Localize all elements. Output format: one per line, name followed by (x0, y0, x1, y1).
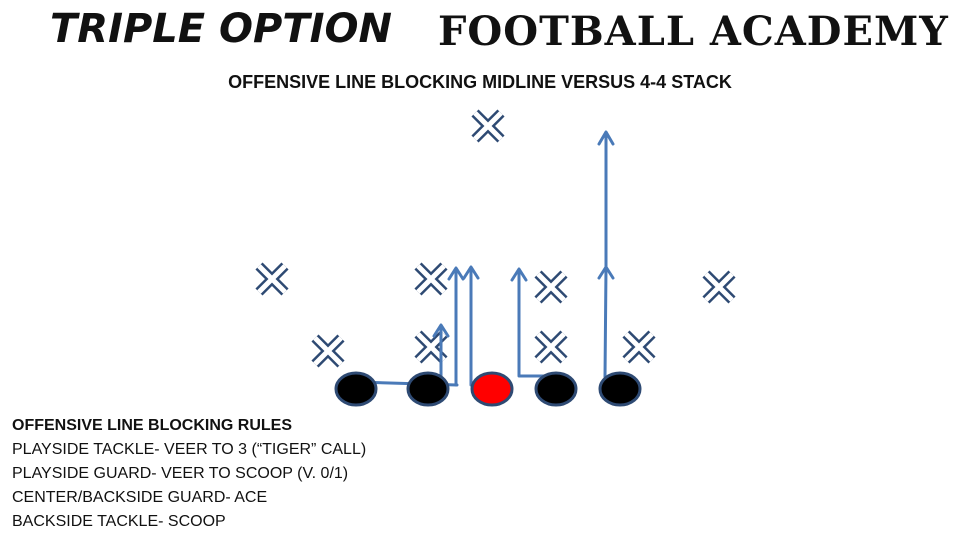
header: TRIPLE OPTION FOOTBALL ACADEMY OFFENSIVE… (0, 0, 960, 100)
defender-right-end-icon (626, 334, 652, 360)
lineman-playside-guard-icon (534, 371, 578, 407)
arrowhead-playside-tackle-climb (597, 130, 615, 146)
rule-center-backside-guard: CENTER/BACKSIDE GUARD- ACE (12, 489, 268, 506)
logo-triple-option: TRIPLE OPTION (50, 6, 392, 52)
defender-left-end-icon (315, 338, 341, 364)
defender-right-tackle-icon (538, 334, 564, 360)
lineman-backside-tackle-icon (334, 371, 378, 407)
lineman-playside-tackle-icon (598, 371, 642, 407)
defender-safety-icon (475, 113, 501, 139)
defender-right-inside-linebacker-icon (538, 274, 564, 300)
rule-playside-tackle: PLAYSIDE TACKLE- VEER TO 3 (“TIGER” CALL… (12, 441, 367, 458)
arrowhead-center-ace (462, 265, 480, 280)
blocking-rules: OFFENSIVE LINE BLOCKING RULES PLAYSIDE T… (12, 414, 532, 534)
page-subtitle: OFFENSIVE LINE BLOCKING MIDLINE VERSUS 4… (228, 72, 732, 92)
arrowhead-playside-guard-veer (510, 267, 528, 282)
route-playside-tackle-veer (603, 266, 608, 379)
lineman-backside-guard-icon (406, 371, 450, 407)
arrowhead-backside-guard-ace (432, 323, 450, 338)
arrowhead-playside-tackle-veer (597, 265, 615, 280)
rule-backside-tackle: BACKSIDE TACKLE- SCOOP (12, 513, 226, 530)
defender-right-outside-linebacker-icon (706, 274, 732, 300)
defender-left-outside-linebacker-icon (259, 266, 285, 292)
arrowhead-backside-guard-climb (447, 266, 465, 281)
logo-football-academy: FOOTBALL ACADEMY (438, 8, 949, 55)
defender-left-inside-linebacker-icon (418, 266, 444, 292)
center-icon (470, 371, 514, 407)
rule-playside-guard: PLAYSIDE GUARD- VEER TO SCOOP (V. 0/1) (12, 465, 349, 482)
rules-title: OFFENSIVE LINE BLOCKING RULES (12, 417, 293, 434)
